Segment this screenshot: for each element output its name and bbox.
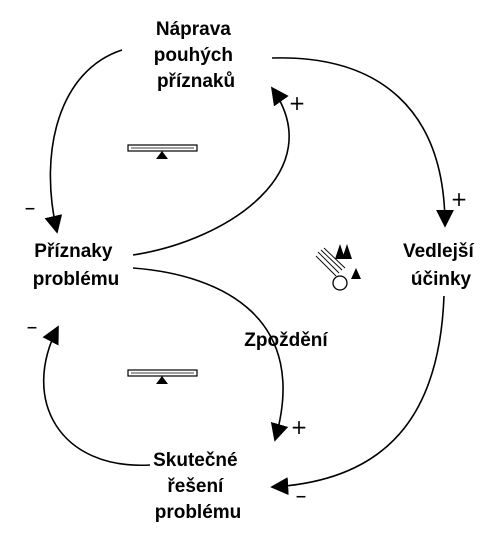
sign-quickfix-to-symptoms: – <box>25 196 36 221</box>
delay-label: Zpoždění <box>244 330 328 351</box>
snowball-icon <box>315 244 361 291</box>
arrow-quickfix-to-symptoms <box>44 49 123 234</box>
sign-fundamental-to-symptoms: – <box>27 315 38 340</box>
node-quick-fix: Náprava pouhých příznaků <box>154 19 238 92</box>
seesaw-icon-top <box>127 144 198 159</box>
arrow-quickfix-to-sideeffects <box>271 57 454 228</box>
sign-symptoms-to-fundamental: + <box>291 415 308 439</box>
node-symptoms: Příznaky problému <box>33 241 120 290</box>
sign-quickfix-to-sideeffects: + <box>451 187 468 211</box>
node-side-effects: Vedlejší účinky <box>403 241 479 290</box>
arrow-symptoms-to-quickfix <box>132 86 290 256</box>
arrow-symptoms-to-fundamental <box>132 267 289 442</box>
seesaw-icon-bottom <box>127 369 198 384</box>
arrow-fundamental-to-symptoms <box>42 325 151 466</box>
node-fundamental-solution: Skutečné řešení problému <box>153 450 243 523</box>
arrow-sideeffects-to-fundamental <box>270 295 445 496</box>
sign-sideeffects-to-fundamental: – <box>296 484 307 509</box>
sign-symptoms-to-quickfix: + <box>289 91 306 115</box>
